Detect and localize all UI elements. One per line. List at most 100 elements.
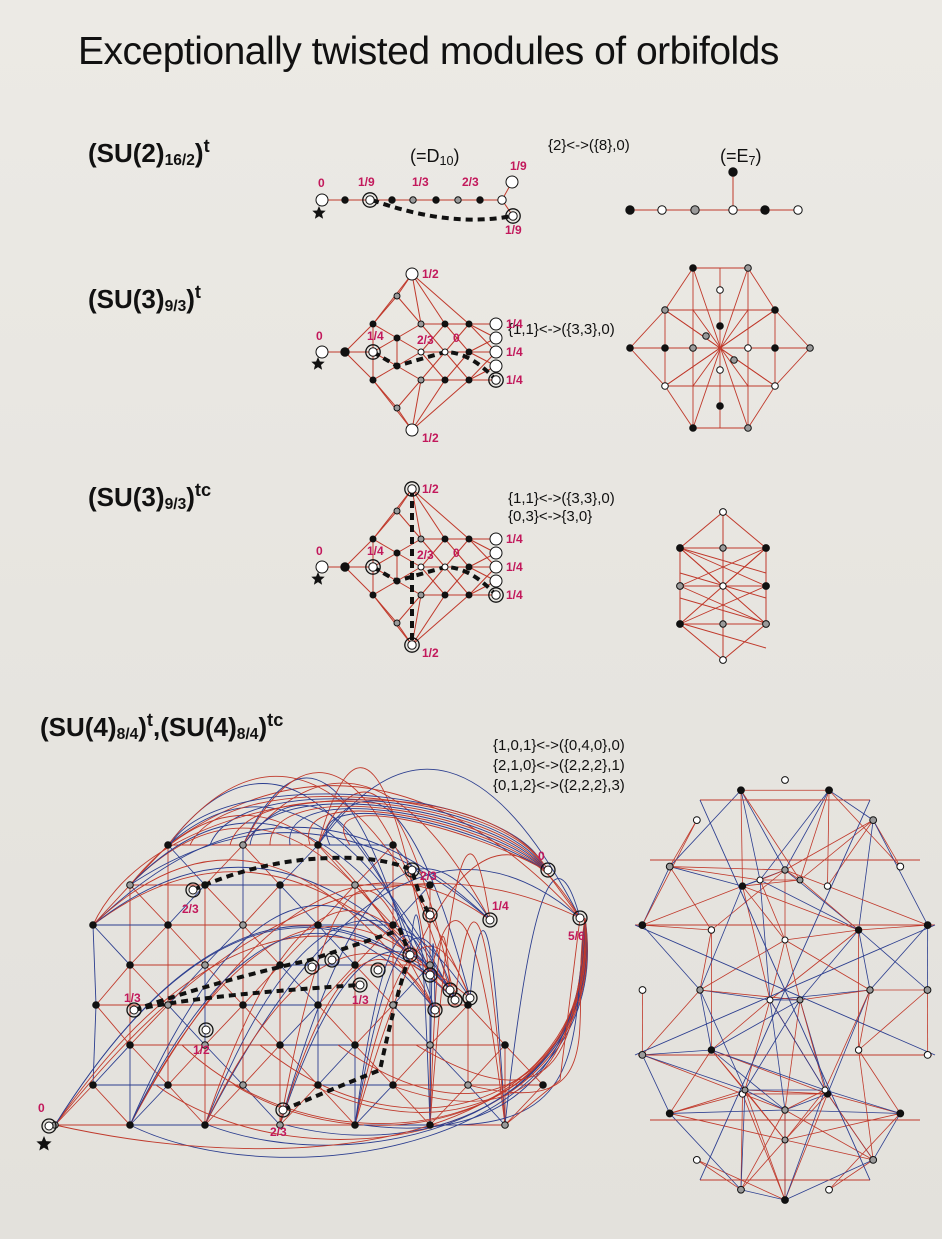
vertex xyxy=(417,535,425,543)
vertex-label: 0 xyxy=(318,176,325,190)
vertex xyxy=(465,376,473,384)
edge xyxy=(711,869,786,931)
vertex xyxy=(489,317,503,331)
edge xyxy=(679,547,767,574)
edge xyxy=(444,323,470,353)
vertex-label: 2/3 xyxy=(420,869,437,883)
edge xyxy=(504,1044,544,1086)
edge xyxy=(679,623,724,661)
vertex xyxy=(869,1155,878,1164)
vertex xyxy=(661,306,669,314)
vertex xyxy=(89,921,97,929)
vertex xyxy=(164,841,172,849)
vertex xyxy=(126,961,134,969)
vertex xyxy=(92,1001,100,1009)
vertex xyxy=(497,195,507,205)
vertex xyxy=(44,1121,54,1131)
edge xyxy=(392,1084,431,1126)
vertex xyxy=(744,344,752,352)
vertex-label: 2/3 xyxy=(462,175,479,189)
edge xyxy=(317,924,356,966)
correspondence-su2: {2}<->({8},0) xyxy=(548,137,630,154)
vertex xyxy=(315,560,329,574)
vertex xyxy=(239,1081,247,1089)
vertex xyxy=(676,582,684,590)
edge xyxy=(784,1139,874,1161)
edge xyxy=(784,1089,826,1201)
vertex-label: 1/4 xyxy=(506,317,523,331)
vertex xyxy=(276,1121,284,1129)
edge xyxy=(95,964,131,1006)
d10-note: (=D10) xyxy=(410,146,460,168)
vertex xyxy=(756,876,764,884)
edge xyxy=(742,885,859,931)
vertex-label: 1/4 xyxy=(506,345,523,359)
correspondence-su4-1: {1,0,1}<->({0,4,0},0) xyxy=(493,737,625,754)
vertex xyxy=(315,193,329,207)
vertex xyxy=(164,921,172,929)
vertex xyxy=(771,306,779,314)
vertex xyxy=(327,955,337,965)
edge xyxy=(744,1089,828,1095)
vertex-ring xyxy=(572,910,588,926)
edge xyxy=(242,1044,281,1086)
vertex xyxy=(465,320,473,328)
edge-curve xyxy=(181,917,588,1125)
edge xyxy=(669,866,743,887)
edge xyxy=(784,1093,828,1141)
edge-curve xyxy=(129,926,451,1126)
vertex-label: 1/2 xyxy=(193,1043,210,1057)
vertex-ring xyxy=(126,1002,142,1018)
edge xyxy=(784,939,801,1001)
edge xyxy=(759,879,786,941)
edge xyxy=(784,869,828,887)
edge xyxy=(711,999,771,1051)
edge xyxy=(740,1089,746,1190)
dashed-path xyxy=(192,855,432,917)
edge-curve xyxy=(54,927,456,1126)
vertex xyxy=(465,591,473,599)
vertex xyxy=(825,1185,833,1194)
edge xyxy=(872,819,929,926)
edge xyxy=(669,1089,746,1114)
edge xyxy=(204,1044,244,1086)
edge xyxy=(344,351,374,381)
edge-curve xyxy=(167,806,456,1001)
edge-curve xyxy=(229,801,546,871)
vertex xyxy=(393,507,401,515)
vertex xyxy=(508,211,518,221)
vertex xyxy=(340,562,350,572)
vertex xyxy=(716,402,724,410)
vertex xyxy=(369,535,377,543)
vertex xyxy=(276,1041,284,1049)
vertex xyxy=(89,1081,97,1089)
edge xyxy=(769,939,786,1001)
edge xyxy=(242,1004,281,1046)
vertex-label: 2/3 xyxy=(417,333,434,347)
edge xyxy=(396,379,422,409)
vertex-label: 1/4 xyxy=(367,329,384,343)
edge-curve xyxy=(429,943,436,1126)
vertex xyxy=(638,1050,647,1059)
vertex xyxy=(393,292,401,300)
edge-curve xyxy=(285,917,586,1136)
vertex-label: 5/6 xyxy=(568,929,585,943)
edge xyxy=(784,790,830,871)
vertex xyxy=(728,205,738,215)
vertex xyxy=(676,620,684,628)
vertex xyxy=(314,1001,322,1009)
vertex-ring xyxy=(404,862,420,878)
edge xyxy=(744,999,771,1091)
edge xyxy=(784,1093,828,1201)
vertex xyxy=(129,1005,139,1015)
vertex-ring xyxy=(198,1022,214,1038)
vertex-ring xyxy=(505,208,521,224)
vertex xyxy=(719,508,727,516)
vertex xyxy=(771,382,779,390)
vertex xyxy=(239,1001,247,1009)
edge xyxy=(642,924,701,991)
vertex-label: 1/2 xyxy=(422,482,439,496)
vertex xyxy=(781,776,789,784)
vertex xyxy=(781,866,789,874)
